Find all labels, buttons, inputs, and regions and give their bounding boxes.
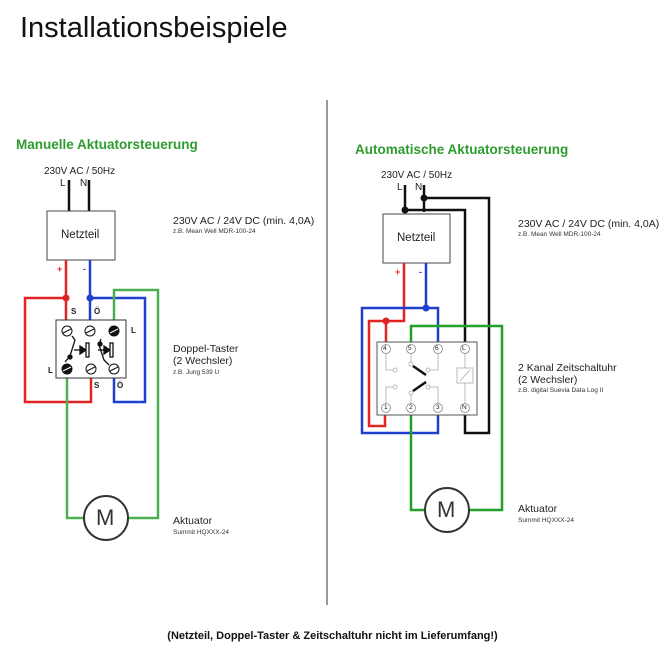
right-blue-loop (360, 306, 440, 435)
left-red-loop (23, 296, 93, 404)
left-term-bottom-o: Ö (117, 381, 124, 390)
right-green-wire-a (409, 324, 504, 512)
right-term-5: 5 (408, 345, 412, 352)
left-switch-mechanism (64, 335, 114, 366)
right-section-title: Automatische Aktuatorsteuerung (355, 142, 569, 157)
left-psu-box (46, 210, 116, 261)
right-motor-symbol: M (437, 497, 456, 522)
left-supply-label: 230V AC / 50Hz (44, 166, 116, 177)
right-psu-plus: + (395, 267, 401, 277)
left-actuator-name: Aktuator (173, 515, 213, 527)
left-term-top-o: Ö (94, 307, 101, 316)
right-black-l-wire (405, 208, 467, 345)
right-blue-junction (422, 304, 430, 312)
page-title: Installationsbeispiele (20, 12, 288, 44)
right-psu-spec: 230V AC / 24V DC (min. 4,0A) (518, 218, 660, 230)
right-green-wire-b (409, 411, 426, 512)
left-term-bottom-s: S (94, 381, 100, 390)
right-term-2: 2 (409, 404, 413, 411)
right-timer-contact-2 (412, 380, 427, 393)
right-timer-internals (385, 352, 474, 404)
left-psu-spec: 230V AC / 24V DC (min. 4,0A) (173, 215, 315, 227)
left-actuator-model: Summit HQXXX-24 (173, 529, 229, 536)
left-supply-n: N (80, 178, 88, 189)
right-l-junction (401, 206, 409, 214)
left-switch-example: z.B. Jung 539 U (173, 369, 220, 376)
right-psu-minus: - (419, 267, 422, 277)
right-psu-label: Netzteil (397, 232, 436, 244)
right-timer-contact-1 (412, 364, 427, 377)
left-red-junction (62, 294, 70, 302)
left-psu-plus: + (57, 264, 63, 274)
left-switch-type: (2 Wechsler) (173, 355, 233, 367)
right-psu-box (382, 213, 451, 264)
right-blue-wire (424, 263, 440, 345)
right-timer-type: (2 Wechsler) (518, 374, 578, 386)
right-psu-example: z.B. Mean Well MDR-100-24 (518, 231, 601, 238)
footer-note: (Netzteil, Doppel-Taster & Zeitschaltuhr… (167, 630, 498, 642)
right-red-wire (384, 263, 406, 345)
left-section-title: Manuelle Aktuatorsteuerung (16, 137, 198, 152)
left-green-wire-a (112, 288, 160, 520)
left-switch-screws (61, 325, 120, 375)
right-term-1: 1 (384, 404, 388, 411)
right-timer-example: z.B. digital Suevia Data Log II (518, 387, 604, 394)
right-actuator-model: Summit HQXXX-24 (518, 517, 574, 524)
left-term-left-l: L (48, 366, 53, 375)
left-term-top-s: S (71, 307, 77, 316)
left-blue-junction (86, 294, 94, 302)
right-actuator-name: Aktuator (518, 503, 558, 515)
right-timer-name: 2 Kanal Zeitschaltuhr (518, 362, 617, 374)
left-switch-name: Doppel-Taster (173, 343, 239, 355)
right-red-loop (367, 319, 387, 428)
left-supply-l: L (60, 178, 66, 189)
left-blue-loop (90, 296, 147, 404)
left-green-wire-b (65, 370, 84, 520)
right-term-3: 3 (436, 404, 440, 411)
left-motor-circle (83, 495, 129, 541)
left-psu-minus: - (83, 264, 86, 274)
right-term-4: 4 (383, 345, 387, 352)
right-supply-l: L (397, 182, 403, 193)
right-motor-circle (424, 487, 470, 533)
right-supply-n: N (415, 182, 423, 193)
left-psu-label: Netzteil (61, 229, 100, 241)
right-term-l: L (462, 345, 466, 352)
right-supply-label: 230V AC / 50Hz (381, 170, 453, 181)
right-timer-terminals (381, 344, 470, 413)
right-term-n: N (462, 404, 467, 411)
right-term-6: 6 (435, 345, 439, 352)
right-black-n-wire (424, 196, 491, 435)
left-term-right-l: L (131, 326, 136, 335)
right-red-junction (382, 317, 390, 325)
left-motor-symbol: M (96, 505, 115, 530)
right-n-junction (420, 194, 428, 202)
left-psu-example: z.B. Mean Well MDR-100-24 (173, 228, 256, 235)
